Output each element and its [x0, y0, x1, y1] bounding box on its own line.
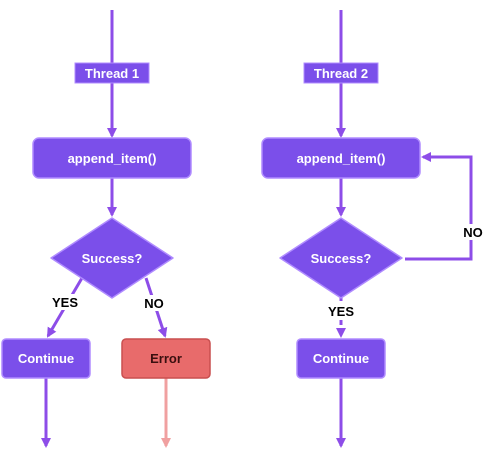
t2-continue-label: Continue: [313, 351, 369, 366]
thread-2-label-box: [303, 62, 379, 84]
t2-decision-label: Success?: [311, 251, 372, 266]
t1-decision-label: Success?: [82, 251, 143, 266]
t2-call-label: append_item(): [297, 151, 386, 166]
edge-t2-no-retry-loop: [405, 152, 473, 261]
t1-continue-node: [1, 338, 91, 379]
t1-no-label: NO: [144, 296, 164, 311]
t1-call-label: append_item(): [68, 151, 157, 166]
t2-no-label: NO: [463, 225, 483, 240]
t1-yes-label: YES: [52, 295, 78, 310]
t2-continue-node: [296, 338, 386, 379]
t2-no-label-bg: [460, 224, 483, 240]
t1-error-node: [121, 338, 211, 379]
t1-yes-label-bg: [49, 294, 81, 310]
t1-no-label-bg: [141, 295, 167, 311]
t2-decision-node: [279, 217, 403, 299]
thread-2: Thread 2 append_item() Success? YES NO C…: [261, 62, 483, 379]
t1-decision-node: [50, 217, 174, 299]
t2-yes-label: YES: [328, 304, 354, 319]
thread-1-label-box: [74, 62, 150, 84]
t1-call-node: [32, 137, 192, 179]
t2-yes-label-bg: [325, 303, 357, 319]
t1-error-label: Error: [150, 351, 182, 366]
thread-1: Thread 1 append_item() Success? YES NO C…: [1, 62, 211, 379]
thread-1-label: Thread 1: [85, 66, 139, 81]
t1-continue-label: Continue: [18, 351, 74, 366]
t2-call-node: [261, 137, 421, 179]
thread-2-label: Thread 2: [314, 66, 368, 81]
